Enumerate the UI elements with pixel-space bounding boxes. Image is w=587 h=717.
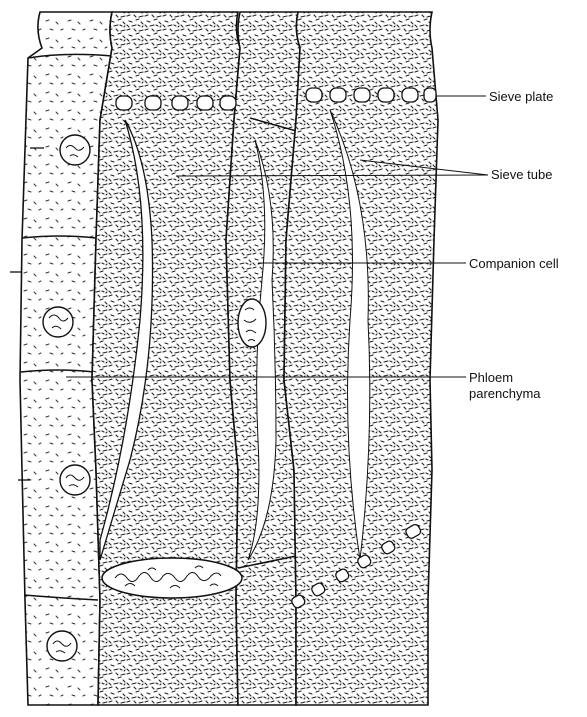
parenchyma-nucleus	[43, 307, 73, 337]
label-sieve-tube: Sieve tube	[491, 167, 552, 182]
sieve-tube-left-body	[92, 12, 240, 705]
parenchyma-nucleus	[60, 135, 90, 165]
label-phloem-parenchyma-line1: Phloem	[469, 370, 513, 385]
sieve-tube-left	[92, 12, 240, 705]
companion-cell-nucleus	[238, 299, 266, 347]
parenchyma-nucleus	[60, 465, 90, 495]
label-phloem-parenchyma-line2: parenchyma	[469, 386, 541, 401]
parenchyma-nucleus	[47, 631, 77, 661]
label-companion-cell: Companion cell	[469, 256, 559, 271]
label-sieve-plate: Sieve plate	[489, 89, 553, 104]
sieve-tube-right	[284, 12, 438, 705]
